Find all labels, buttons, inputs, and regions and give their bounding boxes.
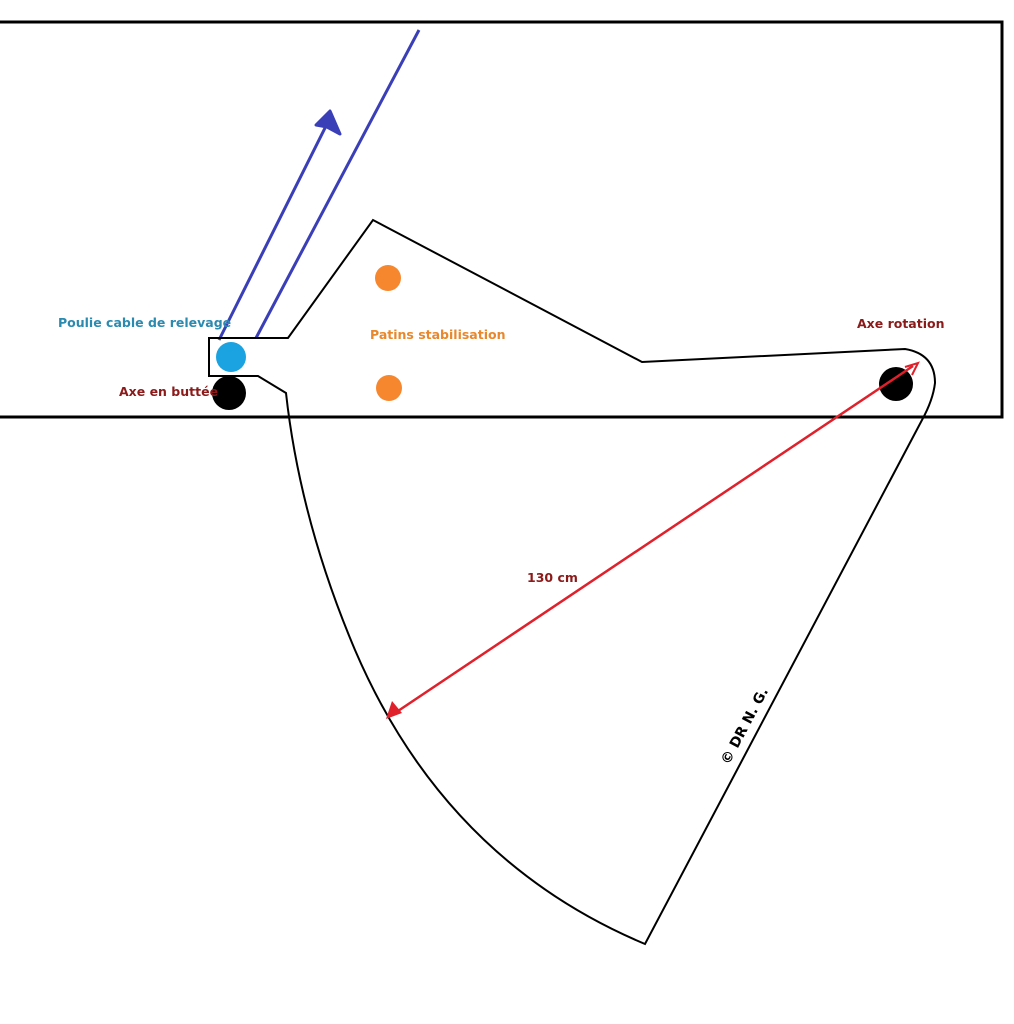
dimension-label: 130 cm [527,570,578,585]
pads-label: Patins stabilisation [370,327,506,342]
stop-axle-label: Axe en buttée [119,384,219,399]
pulley-circle-icon [216,342,246,372]
dimension-line [394,364,914,715]
daggerboard-outline [208,218,937,946]
rotation-axis-label: Axe rotation [857,316,945,331]
hull-outline [0,20,1004,419]
dimension-arrow-start-icon [386,701,402,719]
cable-arrow-icon [314,109,342,136]
dimension-arrow-end-icon [904,361,920,376]
lifting-cable-arrow-line [217,123,329,341]
lifting-cable [254,29,421,339]
pad-circle-icon [376,375,402,401]
pulley-label: Poulie cable de relevage [58,315,232,330]
pad-circle-icon [375,265,401,291]
stop-axle-circle-icon [212,376,246,410]
rotation-axle-circle-icon [879,367,913,401]
